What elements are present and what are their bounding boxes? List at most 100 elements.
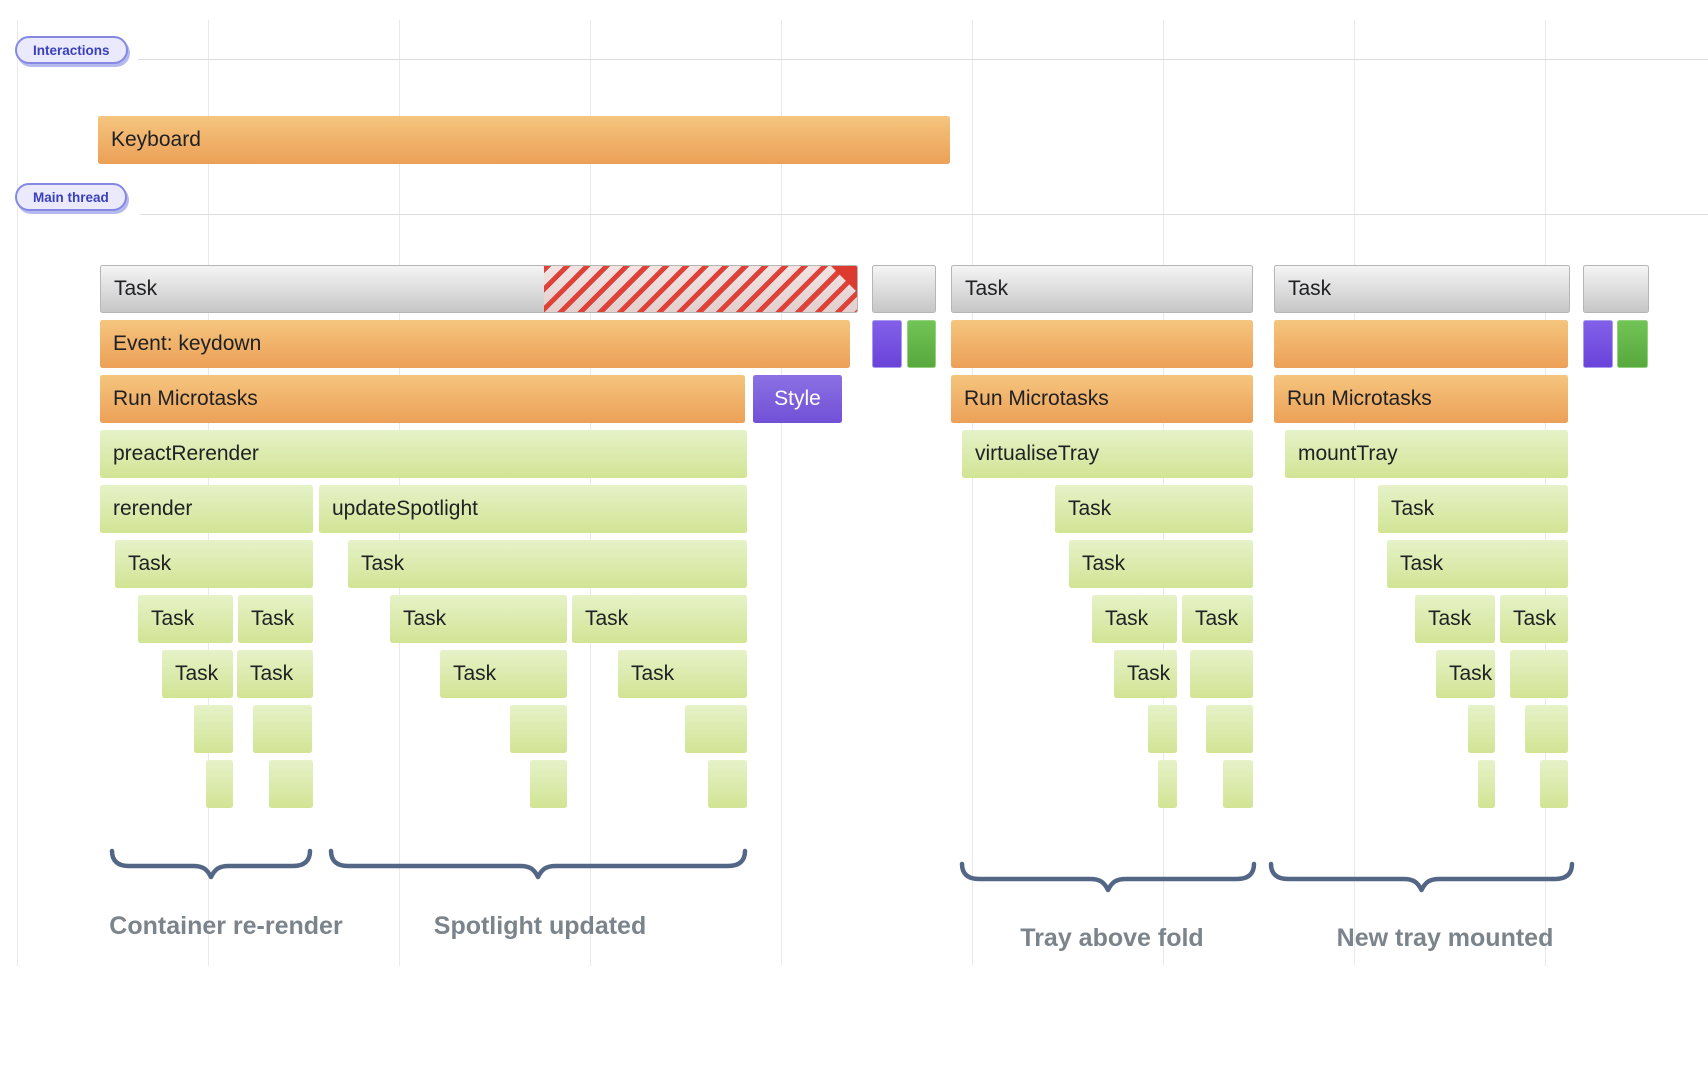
flame-bar-task[interactable]: Task bbox=[1182, 595, 1253, 643]
flame-bar-task[interactable]: Task bbox=[1387, 540, 1568, 588]
flame-bar-run-microtasks[interactable]: Run Microtasks bbox=[1274, 375, 1568, 423]
flame-bar-label: updateSpotlight bbox=[332, 497, 478, 520]
flame-bar[interactable] bbox=[1525, 705, 1568, 753]
flame-bar-label: Task bbox=[1428, 607, 1472, 630]
flame-bar-label: Task bbox=[1127, 662, 1171, 685]
flame-bar-task[interactable]: Task bbox=[1114, 650, 1177, 698]
track-label-interactions[interactable]: Interactions bbox=[15, 36, 128, 64]
flame-bar-label: Style bbox=[774, 387, 821, 410]
flame-bar-label: Task bbox=[250, 662, 294, 685]
flame-bar-event-keydown[interactable]: Event: keydown bbox=[100, 320, 850, 368]
flame-bar[interactable] bbox=[1148, 705, 1177, 753]
flame-bar-rerender[interactable]: rerender bbox=[100, 485, 313, 533]
flame-bar-task[interactable]: Task bbox=[618, 650, 747, 698]
flame-bar-task[interactable]: Task bbox=[390, 595, 567, 643]
flame-bar[interactable] bbox=[1583, 320, 1613, 368]
flame-bar-keyboard[interactable]: Keyboard bbox=[98, 116, 950, 164]
gridline-vertical bbox=[781, 20, 782, 966]
flame-bar[interactable] bbox=[1190, 650, 1253, 698]
flame-bar-task[interactable]: Task bbox=[138, 595, 233, 643]
flame-bar-task[interactable]: Task bbox=[162, 650, 233, 698]
flame-bar[interactable] bbox=[1478, 760, 1495, 808]
flame-bar-label: Task bbox=[128, 552, 172, 575]
flame-bar[interactable] bbox=[708, 760, 747, 808]
flame-bar-label: Task bbox=[1449, 662, 1493, 685]
flame-bar[interactable] bbox=[872, 320, 902, 368]
flame-bar[interactable] bbox=[253, 705, 312, 753]
long-task-hatch-overlay bbox=[544, 266, 857, 312]
flame-bar-label: Task bbox=[1082, 552, 1126, 575]
flame-bar-label: Task bbox=[114, 277, 158, 300]
flame-bar-task[interactable]: Task bbox=[572, 595, 747, 643]
flame-bar[interactable] bbox=[1206, 705, 1253, 753]
flame-bar-label: virtualiseTray bbox=[975, 442, 1100, 465]
flame-bar[interactable] bbox=[510, 705, 567, 753]
flame-bar[interactable] bbox=[1510, 650, 1568, 698]
flame-bar-updatespotlight[interactable]: updateSpotlight bbox=[319, 485, 747, 533]
flame-bar-task[interactable]: Task bbox=[1436, 650, 1495, 698]
flame-bar-style[interactable]: Style bbox=[753, 375, 842, 423]
flame-bar-task[interactable]: Task bbox=[1378, 485, 1568, 533]
flame-bar-label: rerender bbox=[113, 497, 193, 520]
annotation-brace bbox=[959, 861, 1257, 893]
flame-bar[interactable] bbox=[1540, 760, 1568, 808]
flame-bar-task[interactable]: Task bbox=[1274, 265, 1570, 313]
flame-bar[interactable] bbox=[1223, 760, 1253, 808]
flame-bar-task[interactable]: Task bbox=[100, 265, 858, 313]
long-task-corner-triangle-icon bbox=[831, 266, 857, 294]
flame-bar-label: Event: keydown bbox=[113, 332, 262, 355]
flame-bar-label: Task bbox=[1391, 497, 1435, 520]
flame-bar-task[interactable]: Task bbox=[1500, 595, 1568, 643]
flame-bar[interactable] bbox=[1617, 320, 1648, 368]
flame-bar-label: Task bbox=[1105, 607, 1149, 630]
flame-bar[interactable] bbox=[206, 760, 233, 808]
flame-bar[interactable] bbox=[907, 320, 936, 368]
flame-bar-label: Run Microtasks bbox=[964, 387, 1109, 410]
flame-bar[interactable] bbox=[1158, 760, 1177, 808]
flame-bar[interactable] bbox=[1468, 705, 1495, 753]
track-separator-line bbox=[140, 214, 1708, 215]
flame-bar-label: Task bbox=[965, 277, 1009, 300]
flame-bar-label: Task bbox=[403, 607, 447, 630]
flame-bar-task[interactable]: Task bbox=[1055, 485, 1253, 533]
annotation-brace bbox=[1268, 861, 1575, 893]
flame-bar-task[interactable]: Task bbox=[1415, 595, 1495, 643]
track-label-main-thread[interactable]: Main thread bbox=[15, 183, 127, 211]
flame-bar-run-microtasks[interactable]: Run Microtasks bbox=[100, 375, 745, 423]
flame-bar-label: Task bbox=[1068, 497, 1112, 520]
flame-bar-run-microtasks[interactable]: Run Microtasks bbox=[951, 375, 1253, 423]
flame-bar-task[interactable]: Task bbox=[348, 540, 747, 588]
flame-bar-virtualisetray[interactable]: virtualiseTray bbox=[962, 430, 1253, 478]
flame-bar-preactrerender[interactable]: preactRerender bbox=[100, 430, 747, 478]
flame-bar-task[interactable]: Task bbox=[115, 540, 313, 588]
flame-bar[interactable] bbox=[872, 265, 936, 313]
flame-bar-mounttray[interactable]: mountTray bbox=[1285, 430, 1568, 478]
annotation-brace bbox=[109, 848, 313, 880]
flame-bar[interactable] bbox=[269, 760, 313, 808]
flame-bar-label: Task bbox=[151, 607, 195, 630]
flame-bar-label: mountTray bbox=[1298, 442, 1398, 465]
flame-bar[interactable] bbox=[1583, 265, 1649, 313]
flame-bar-label: Task bbox=[1288, 277, 1332, 300]
annotation-label-container-re-render: Container re-render bbox=[109, 912, 343, 940]
flame-bar-task[interactable]: Task bbox=[237, 650, 313, 698]
annotation-brace bbox=[328, 848, 748, 880]
flame-bar[interactable] bbox=[194, 705, 233, 753]
track-separator-line bbox=[138, 59, 1708, 60]
flame-bar-task[interactable]: Task bbox=[440, 650, 567, 698]
flame-bar-label: Task bbox=[175, 662, 219, 685]
flame-bar-label: Run Microtasks bbox=[1287, 387, 1432, 410]
flame-bar-task[interactable]: Task bbox=[951, 265, 1253, 313]
flame-bar[interactable] bbox=[1274, 320, 1568, 368]
flame-bar[interactable] bbox=[951, 320, 1253, 368]
flame-bar-label: Task bbox=[1400, 552, 1444, 575]
flame-bar-task[interactable]: Task bbox=[1069, 540, 1253, 588]
annotation-label-tray-above-fold: Tray above fold bbox=[1020, 924, 1204, 952]
track-label-interactions-text: Interactions bbox=[33, 42, 110, 58]
flame-bar-task[interactable]: Task bbox=[1092, 595, 1177, 643]
flame-bar-task[interactable]: Task bbox=[238, 595, 313, 643]
gridline-vertical bbox=[972, 20, 973, 966]
flame-bar[interactable] bbox=[530, 760, 567, 808]
flame-bar[interactable] bbox=[685, 705, 747, 753]
